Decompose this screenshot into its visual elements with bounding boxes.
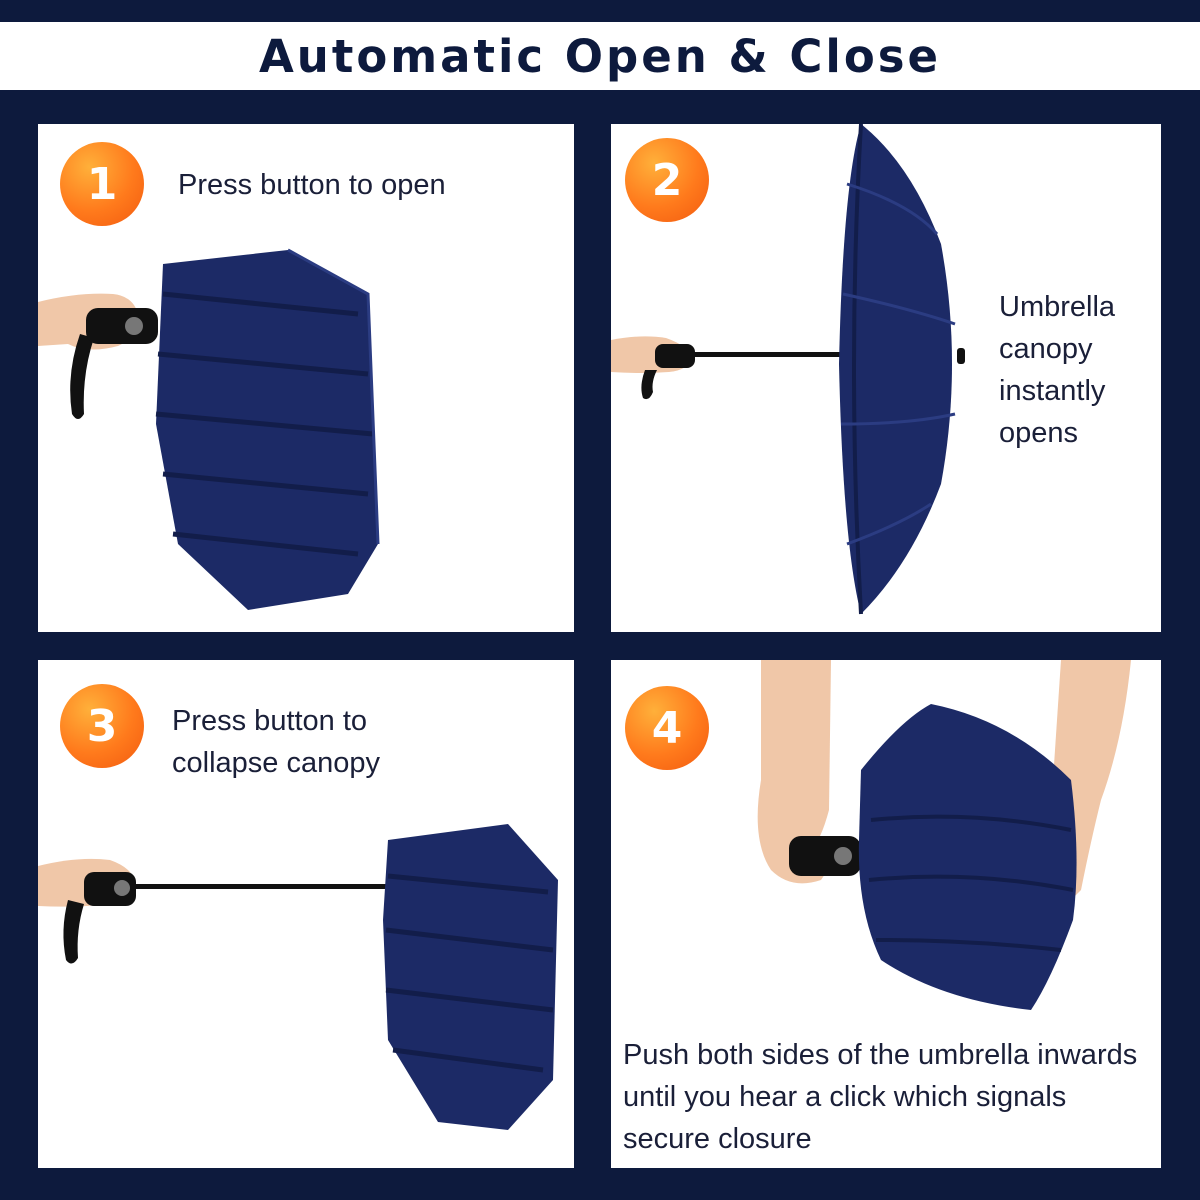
step-number-badge: 4	[625, 686, 709, 770]
step-number-badge: 3	[60, 684, 144, 768]
title-bar: Automatic Open & Close	[0, 22, 1200, 90]
step-panel-2: 2 Umbrella canopy instantly opens	[611, 124, 1161, 632]
step-number-badge: 2	[625, 138, 709, 222]
collapsing-umbrella-illustration	[38, 824, 558, 1130]
step-description: Push both sides of the umbrella inwards …	[623, 1039, 1138, 1155]
step-panel-1: 1 Press button to open	[38, 124, 574, 632]
folded-umbrella-illustration	[38, 248, 380, 610]
step-description: Press button to collapse canopy	[172, 705, 380, 779]
open-umbrella-illustration	[611, 124, 965, 615]
step-number-badge: 1	[60, 142, 144, 226]
step-description: Umbrella canopy instantly opens	[999, 291, 1116, 449]
step-description: Press button to open	[178, 169, 446, 201]
step-panel-4: 4 Push both sides of the umbrella inward…	[611, 660, 1161, 1168]
step-panel-3: 3 Press button to collapse canopy	[38, 660, 574, 1168]
page-title: Automatic Open & Close	[258, 29, 942, 83]
closing-umbrella-illustration	[757, 660, 1131, 1010]
